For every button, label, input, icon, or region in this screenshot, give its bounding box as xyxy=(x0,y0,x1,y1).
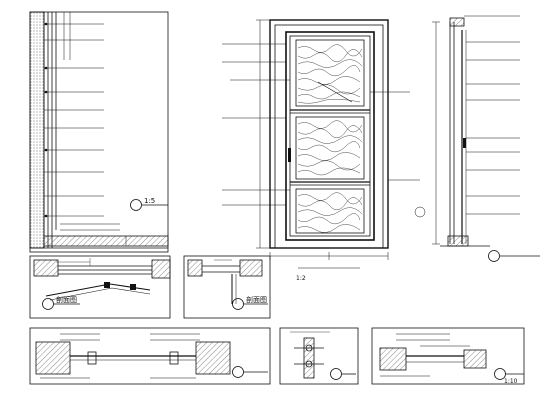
door-leaders-right xyxy=(370,91,426,218)
right-side-section xyxy=(432,15,540,262)
section-tag-b: 剖面图 xyxy=(246,295,267,304)
section-tag-a: 剖面图 xyxy=(56,295,77,304)
scale-label-right: 1:10 xyxy=(504,378,518,385)
jamb-detail-left xyxy=(29,255,171,319)
door-leaders-left xyxy=(222,43,290,206)
scale-label-left: 1:5 xyxy=(144,197,155,205)
door-elevation xyxy=(256,19,389,260)
plan-detail-left xyxy=(29,327,271,385)
left-wall-section xyxy=(29,11,169,253)
jamb-detail-middle xyxy=(183,255,271,319)
threshold-detail xyxy=(371,327,525,385)
scale-label-center: 1:2 xyxy=(296,275,306,282)
sill-detail xyxy=(279,327,359,385)
